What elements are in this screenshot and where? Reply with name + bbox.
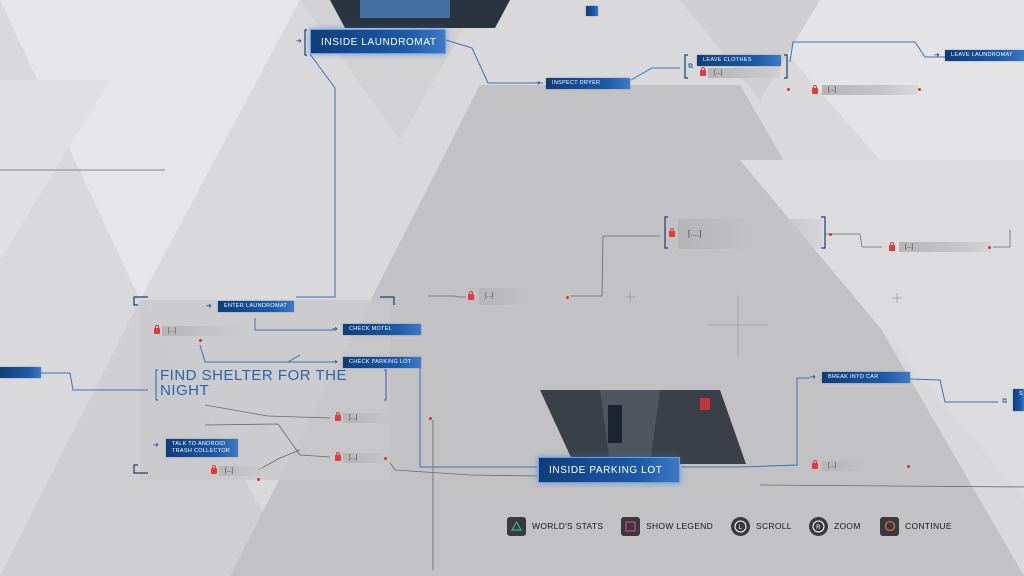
locked-node-label: [...] bbox=[485, 293, 494, 299]
connection-lines bbox=[0, 39, 998, 468]
parking-lot-thumbnail bbox=[540, 390, 746, 464]
zoom-button[interactable]: R ZOOM bbox=[809, 516, 861, 536]
lock-icon bbox=[669, 228, 675, 237]
worlds-stats-label: WORLD'S STATS bbox=[532, 521, 604, 531]
crosshair-marks bbox=[625, 292, 902, 355]
node-leave-clothes-label: LEAVE CLOTHES bbox=[703, 57, 752, 63]
node-right-edge[interactable]: S bbox=[1013, 389, 1024, 411]
locked-node-label: [...] bbox=[349, 415, 358, 421]
node-top-edge[interactable] bbox=[586, 6, 598, 16]
path-dot bbox=[257, 478, 260, 481]
node-left-edge[interactable] bbox=[0, 367, 41, 378]
lock-icon bbox=[889, 242, 895, 251]
path-dot bbox=[429, 417, 432, 420]
node-enter-laundromat-label: ENTER LAUNDROMAT bbox=[224, 303, 288, 309]
locked-node[interactable]: [...] bbox=[343, 413, 415, 423]
node-check-parking-lot-label: CHECK PARKING LOT bbox=[349, 359, 412, 365]
node-check-motel[interactable]: CHECK MOTEL bbox=[343, 324, 421, 335]
path-dot bbox=[907, 465, 910, 468]
arrow-right-icon: ➜ bbox=[332, 326, 338, 333]
node-leave-clothes[interactable]: LEAVE CLOTHES bbox=[697, 55, 781, 66]
locked-node-label: [...] bbox=[168, 328, 177, 334]
locked-node-label: [...] bbox=[714, 70, 723, 76]
path-dot bbox=[566, 296, 569, 299]
arrow-right-icon: ➜ bbox=[296, 38, 302, 45]
circle-icon bbox=[880, 516, 899, 536]
lock-icon bbox=[812, 85, 818, 94]
node-inside-parking-lot-label: INSIDE PARKING LOT bbox=[549, 465, 663, 476]
locked-node[interactable]: [...] bbox=[708, 68, 780, 78]
show-legend-label: SHOW LEGEND bbox=[646, 521, 714, 531]
path-dot bbox=[384, 457, 387, 460]
lock-icon bbox=[211, 465, 217, 474]
right-stick-icon: R bbox=[809, 516, 828, 536]
node-check-motel-label: CHECK MOTEL bbox=[349, 326, 393, 332]
path-dot bbox=[787, 88, 790, 91]
left-stick-glyph: L bbox=[739, 525, 743, 531]
worlds-stats-button[interactable]: WORLD'S STATS bbox=[507, 516, 603, 536]
locked-node[interactable]: [...] bbox=[822, 461, 910, 471]
branch-icon: ⧉ bbox=[1002, 398, 1007, 405]
square-icon bbox=[621, 516, 640, 536]
node-brackets bbox=[133, 29, 826, 474]
arrow-right-icon: ➜ bbox=[153, 442, 159, 449]
arrow-right-icon: ➜ bbox=[332, 359, 338, 366]
continue-button[interactable]: CONTINUE bbox=[880, 516, 952, 536]
lock-icon bbox=[335, 452, 341, 461]
laundromat-thumbnail bbox=[330, 0, 510, 28]
locked-node[interactable]: [...] bbox=[162, 326, 240, 336]
locked-node-label: [...] bbox=[349, 455, 358, 461]
chapter-title-text: FIND SHELTER FOR THE NIGHT bbox=[160, 367, 347, 399]
path-dot bbox=[988, 246, 991, 249]
arrow-right-icon: ➜ bbox=[206, 303, 212, 310]
branch-icon: ⧉ bbox=[688, 63, 693, 70]
lock-icon bbox=[468, 291, 474, 300]
node-break-into-car[interactable]: BREAK INTO CAR bbox=[822, 372, 910, 383]
path-dot bbox=[918, 88, 921, 91]
locked-node-label: [...] bbox=[905, 244, 914, 250]
node-check-parking-lot[interactable]: CHECK PARKING LOT bbox=[343, 357, 421, 368]
node-inspect-dryer-label: INSPECT DRYER bbox=[552, 80, 601, 86]
node-inside-parking-lot[interactable]: INSIDE PARKING LOT bbox=[538, 457, 680, 483]
scroll-label: SCROLL bbox=[756, 521, 792, 531]
locked-node[interactable]: [...] bbox=[343, 453, 415, 463]
node-talk-android-trash-collector-label: TALK TO ANDROID TRASH COLLECTOR bbox=[172, 441, 231, 454]
show-legend-button[interactable]: SHOW LEGEND bbox=[621, 516, 713, 536]
scroll-button[interactable]: L SCROLL bbox=[731, 516, 792, 536]
node-leave-laundromat[interactable]: LEAVE LAUNDROMAT bbox=[945, 50, 1024, 61]
locked-node-large[interactable]: [....] bbox=[678, 219, 822, 249]
left-stick-icon: L bbox=[731, 516, 750, 536]
lock-icon bbox=[700, 67, 706, 76]
node-break-into-car-label: BREAK INTO CAR bbox=[828, 374, 879, 380]
path-dot bbox=[829, 233, 832, 236]
chapter-title-brackets bbox=[155, 369, 387, 401]
locked-node-large-label: [....] bbox=[688, 229, 702, 238]
locked-node[interactable]: [...] bbox=[219, 466, 263, 476]
locked-node-label: [...] bbox=[828, 463, 837, 469]
zoom-label: ZOOM bbox=[834, 521, 861, 531]
lock-icon bbox=[154, 325, 160, 334]
arrow-right-icon: ➜ bbox=[934, 52, 940, 59]
locked-node[interactable]: [...] bbox=[822, 85, 918, 95]
node-inside-laundromat-label: INSIDE LAUNDROMAT bbox=[321, 37, 437, 48]
path-dot bbox=[199, 339, 202, 342]
node-right-edge-label: S bbox=[1019, 391, 1023, 397]
arrow-right-icon: ➜ bbox=[535, 80, 541, 87]
chapter-title: FIND SHELTER FOR THE NIGHT bbox=[160, 368, 400, 398]
triangle-icon bbox=[507, 516, 526, 536]
node-talk-android-trash-collector[interactable]: TALK TO ANDROID TRASH COLLECTOR bbox=[166, 439, 238, 457]
node-inside-laundromat[interactable]: INSIDE LAUNDROMAT bbox=[310, 29, 446, 54]
locked-node-label: [...] bbox=[225, 468, 234, 474]
locked-node[interactable]: [...] bbox=[899, 242, 991, 252]
right-stick-glyph: R bbox=[816, 525, 821, 531]
continue-label: CONTINUE bbox=[905, 521, 952, 531]
node-leave-laundromat-label: LEAVE LAUNDROMAT bbox=[951, 52, 1013, 58]
node-inspect-dryer[interactable]: INSPECT DRYER bbox=[546, 78, 630, 89]
arrow-right-icon: ➜ bbox=[810, 374, 816, 381]
node-enter-laundromat[interactable]: ENTER LAUNDROMAT bbox=[218, 301, 294, 312]
lock-icon bbox=[335, 412, 341, 421]
lock-icon bbox=[812, 460, 818, 469]
locked-node-label: [...] bbox=[828, 87, 837, 93]
locked-node[interactable]: [...] bbox=[479, 288, 569, 305]
